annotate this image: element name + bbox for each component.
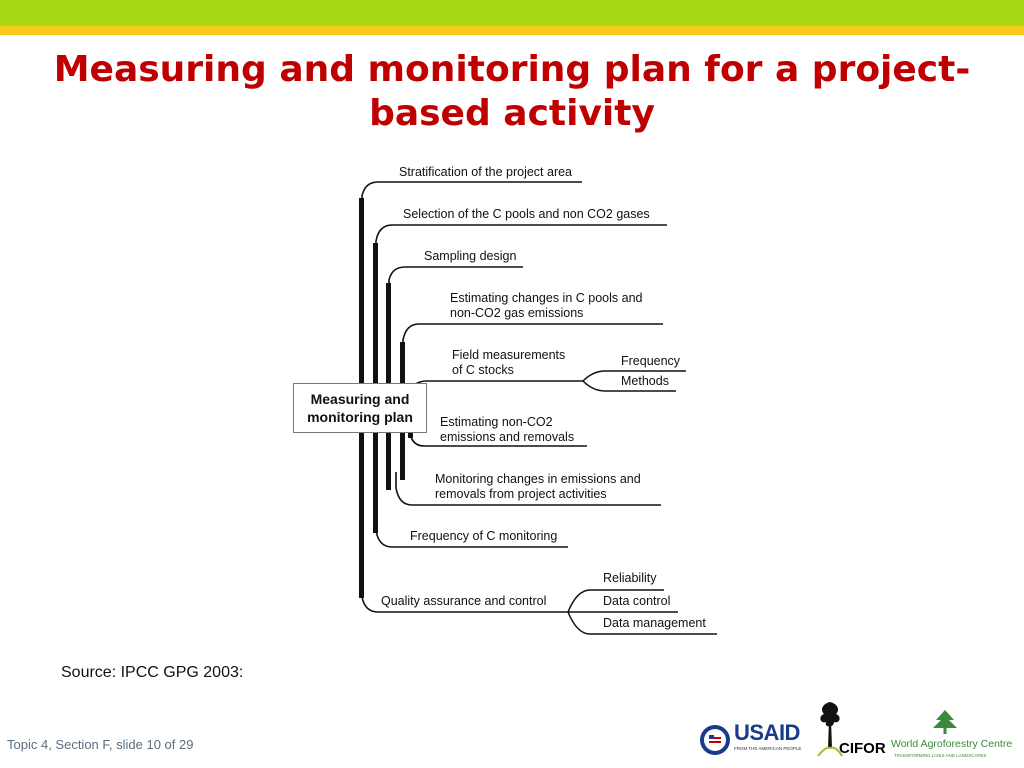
- wac-tree-icon: [933, 710, 957, 734]
- top-banner-green: [0, 0, 1024, 26]
- leaf-label-frequency: Frequency: [621, 354, 681, 368]
- center-node-line1: Measuring and: [310, 391, 410, 407]
- cifor-logo: CIFOR: [839, 740, 886, 757]
- slide-title-line1: Measuring and monitoring plan for a proj…: [53, 49, 971, 90]
- usaid-logo: USAID: [734, 720, 800, 745]
- connector-monitoring-changes: [395, 472, 661, 506]
- leaf-label-methods: Methods: [621, 374, 669, 388]
- connector-stratification: [361, 181, 582, 205]
- slide-title-line2: based activity: [369, 93, 655, 134]
- slide-title: Measuring and monitoring plan for a proj…: [20, 48, 1004, 136]
- connector-data-management: [567, 611, 717, 635]
- usaid-seal-icon: [700, 725, 730, 755]
- top-banner-yellow: [0, 26, 1024, 35]
- leaf-label-reliability: Reliability: [603, 571, 657, 585]
- branch-label-estimating-changes-2: non-CO2 gas emissions: [450, 306, 584, 320]
- branch-label-nonco2-1: Estimating non-CO2: [440, 415, 553, 429]
- connector-estimating-changes: [402, 323, 663, 350]
- connector-sampling: [388, 266, 523, 288]
- partner-logos: USAID FROM THE AMERICAN PEOPLE CIFOR Wor…: [698, 698, 1018, 762]
- branch-label-sampling: Sampling design: [424, 249, 517, 263]
- branch-label-field-2: of C stocks: [452, 363, 514, 377]
- leaf-label-data-control: Data control: [603, 594, 671, 608]
- branch-label-selection: Selection of the C pools and non CO2 gas…: [403, 207, 650, 221]
- wac-tagline: TRANSFORMING LIVES AND LANDSCAPES: [894, 753, 987, 758]
- branch-label-stratification: Stratification of the project area: [399, 165, 573, 179]
- branch-label-monitoring-2: removals from project activities: [435, 487, 607, 501]
- center-node: Measuring and monitoring plan: [293, 383, 427, 433]
- leaf-label-data-management: Data management: [603, 616, 706, 630]
- center-node-line2: monitoring plan: [307, 409, 413, 425]
- branch-label-frequency-monitoring: Frequency of C monitoring: [410, 529, 558, 543]
- slide-footer: Topic 4, Section F, slide 10 of 29: [7, 737, 194, 752]
- connector-reliability: [567, 589, 664, 613]
- branch-label-field-1: Field measurements: [452, 348, 566, 362]
- cifor-tree-icon: [817, 702, 843, 757]
- connector-methods: [582, 380, 676, 392]
- wac-logo: World Agroforestry Centre: [891, 738, 1013, 750]
- branch-label-quality: Quality assurance and control: [381, 594, 547, 608]
- source-note: Source: IPCC GPG 2003:: [61, 664, 244, 681]
- top-banner: [0, 0, 1024, 35]
- connector-frequency: [582, 370, 686, 382]
- branch-label-nonco2-2: emissions and removals: [440, 430, 575, 444]
- branch-label-estimating-changes-1: Estimating changes in C pools and: [450, 291, 643, 305]
- connector-field-measurements: [409, 380, 583, 393]
- usaid-tagline: FROM THE AMERICAN PEOPLE: [734, 746, 802, 751]
- connector-selection: [375, 224, 667, 246]
- branch-label-monitoring-1: Monitoring changes in emissions and: [435, 472, 641, 486]
